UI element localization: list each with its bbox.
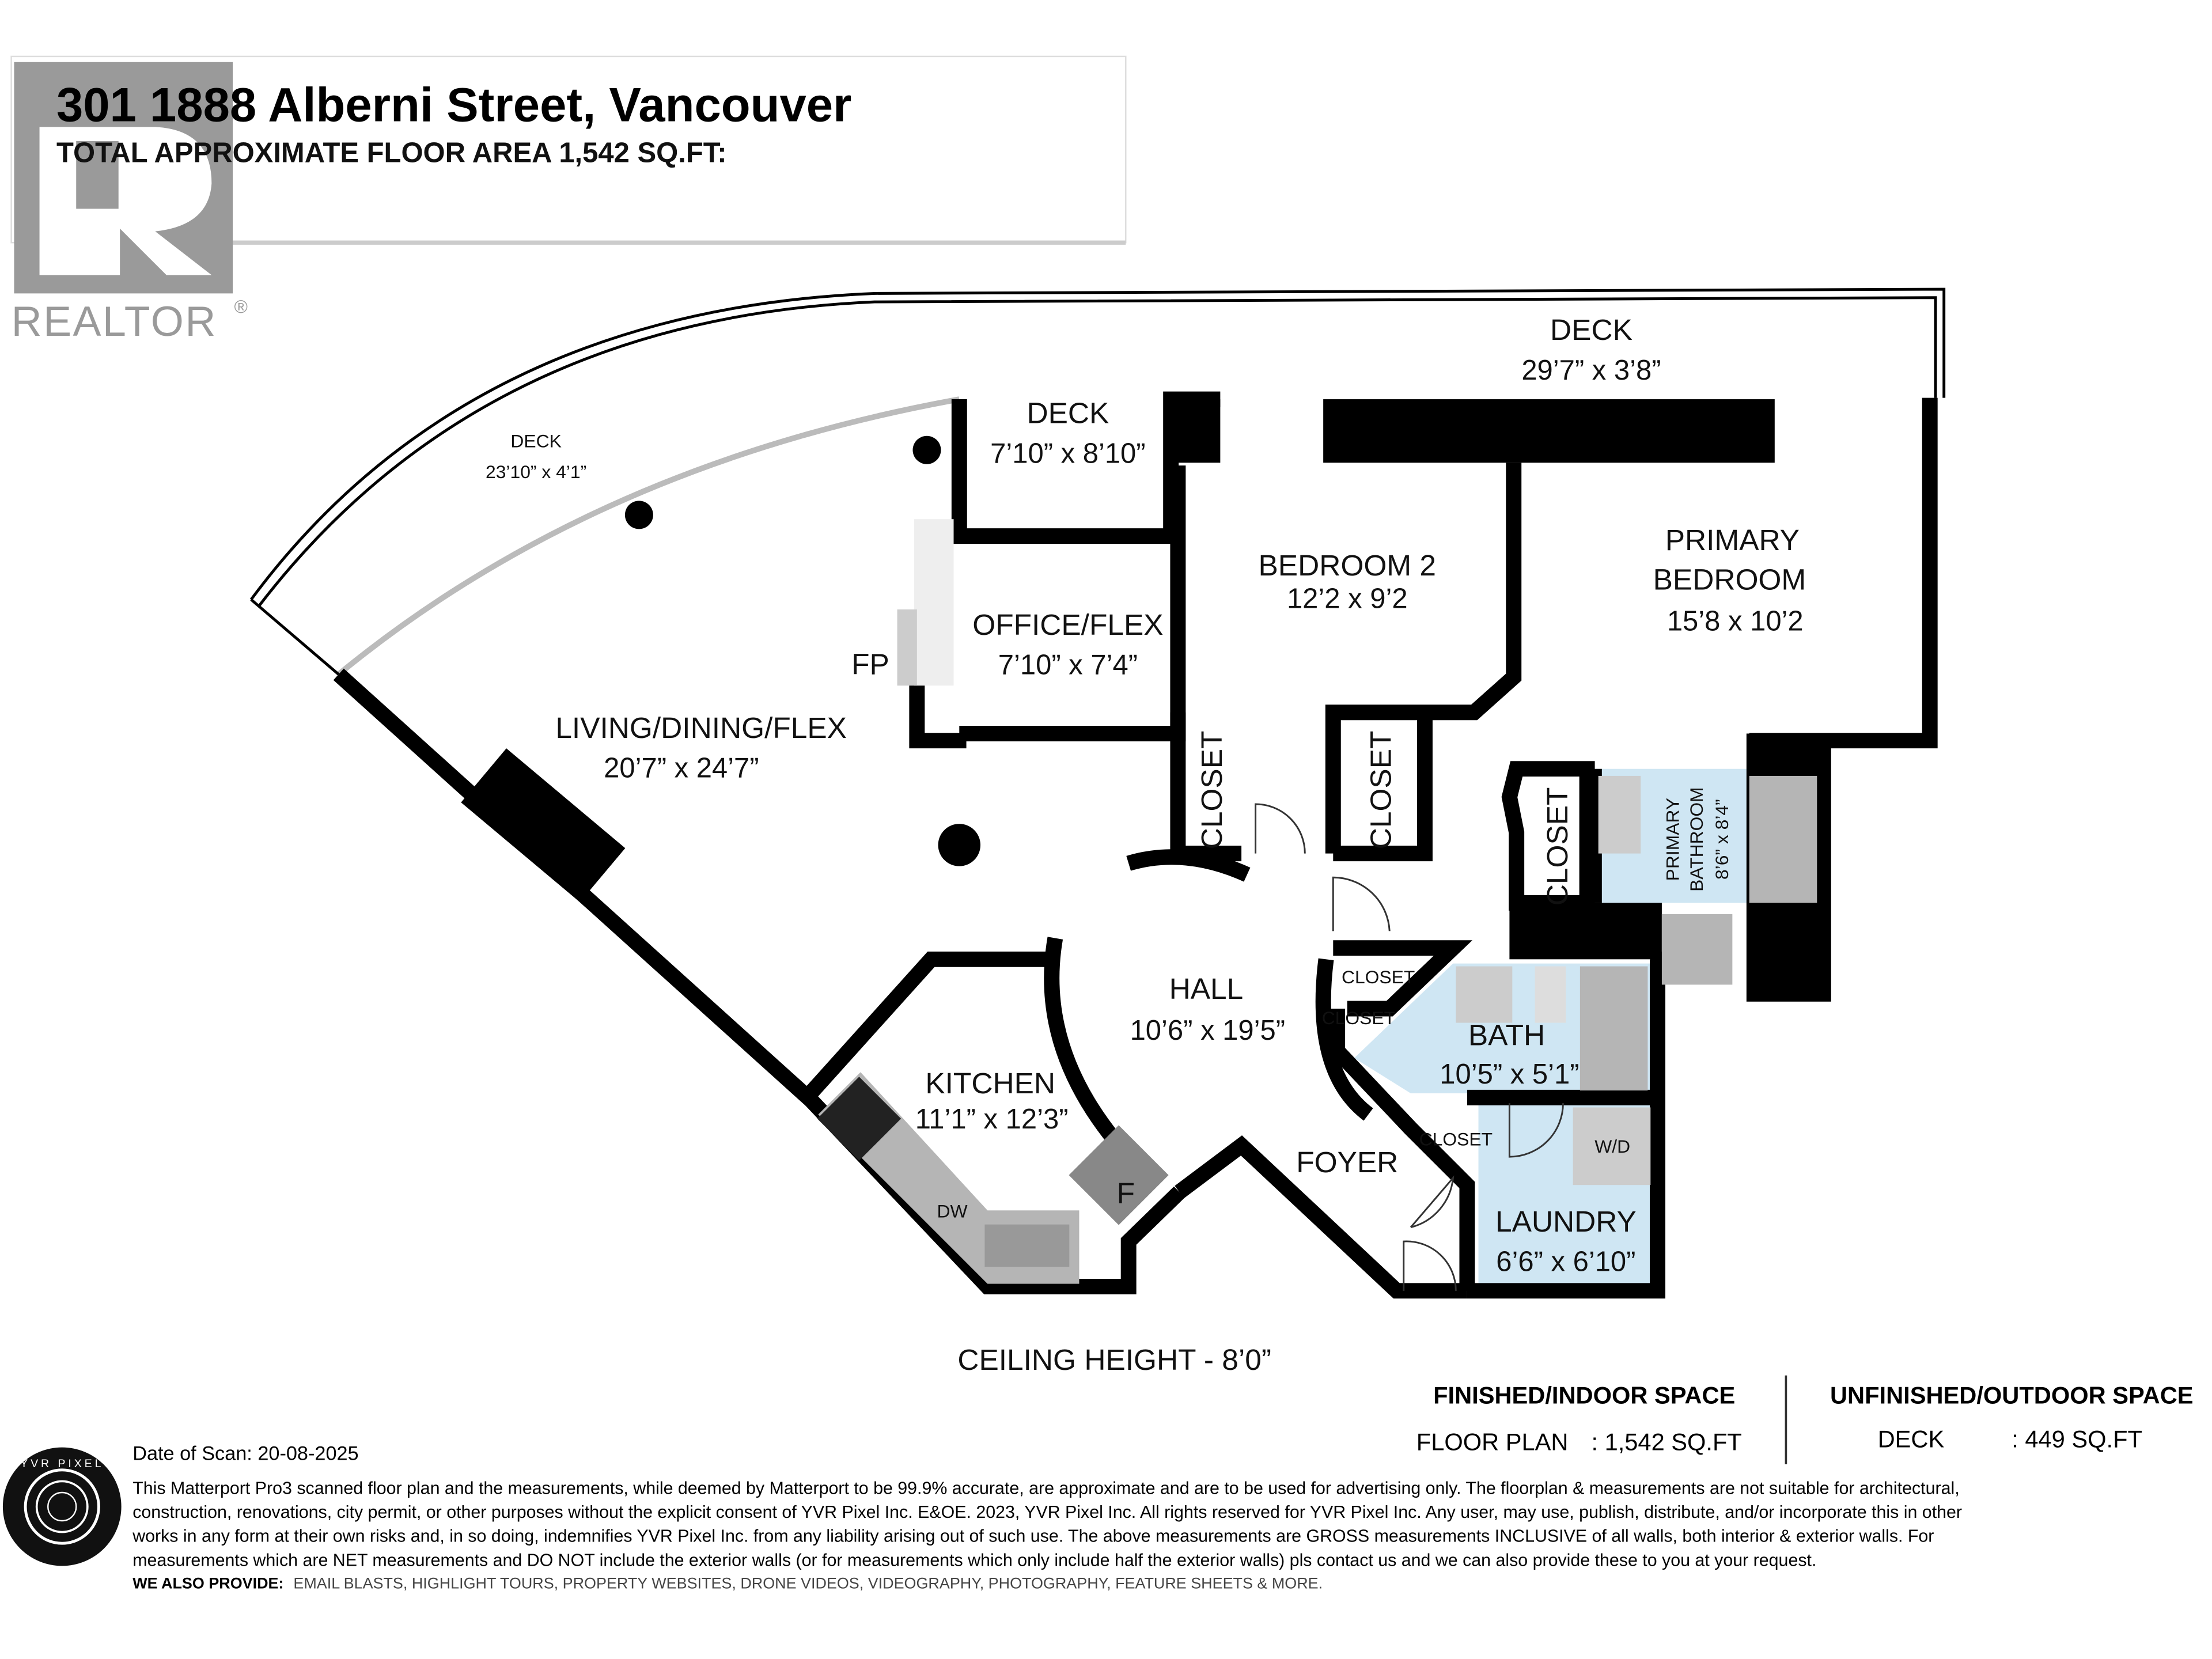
foyer-label: FOYER: [1296, 1145, 1398, 1179]
bath-label: BATH: [1468, 1018, 1545, 1052]
office-label: OFFICE/FLEX: [972, 608, 1163, 641]
primary-bathroom-label-2: BATHROOM: [1686, 787, 1707, 892]
fixtures: [817, 519, 1817, 1284]
living-dim: 20’7” x 24’7”: [604, 752, 759, 783]
deck-small-dim: 7’10” x 8’10”: [990, 438, 1145, 469]
svg-text:REALTOR: REALTOR: [12, 297, 217, 345]
closet-label: CLOSET: [1195, 731, 1228, 850]
total-area: TOTAL APPROXIMATE FLOOR AREA 1,542 SQ.FT…: [56, 138, 727, 169]
deck-curve-dim: 23’10” x 4’1”: [486, 461, 586, 482]
disclaimer-line: works in any form at their own risks and…: [132, 1527, 1934, 1546]
deck-outline: [249, 287, 1946, 677]
doors: [1255, 803, 1564, 1291]
also-provide-list: EMAIL BLASTS, HIGHLIGHT TOURS, PROPERTY …: [293, 1575, 1323, 1592]
page-title: 301 1888 Alberni Street, Vancouver: [56, 78, 852, 132]
kitchen-dim: 11’1” x 12’3”: [915, 1104, 1069, 1135]
column: [912, 435, 941, 464]
dishwasher-label: DW: [937, 1200, 968, 1221]
laundry-dim: 6’6” x 6’10”: [1496, 1247, 1635, 1278]
primary-bedroom-dim: 15’8 x 10’2: [1667, 606, 1804, 637]
date-of-scan: Date of Scan: 20-08-2025: [132, 1443, 358, 1465]
closet-label: CLOSET: [1419, 1129, 1493, 1150]
bath-floor: [1354, 963, 1651, 1093]
office-dim: 7’10” x 7’4”: [998, 650, 1138, 681]
deck-area-value: : 449 SQ.FT: [2012, 1426, 2142, 1453]
disclaimer-line: construction, renovations, city permit, …: [132, 1503, 1962, 1522]
yvr-pixel-logo: YVR PIXEL: [2, 1447, 122, 1566]
unfinished-space-heading: UNFINISHED/OUTDOOR SPACE: [1830, 1382, 2194, 1409]
svg-text:®: ®: [234, 297, 248, 317]
primary-bedroom-label-2: BEDROOM: [1653, 563, 1806, 596]
deck-curve-label: DECK: [510, 430, 561, 451]
closet-label: CLOSET: [1342, 967, 1415, 987]
ceiling-height: CEILING HEIGHT - 8’0”: [957, 1343, 1271, 1376]
hall-label: HALL: [1169, 972, 1244, 1005]
deck-top-dim: 29’7” x 3’8”: [1521, 355, 1661, 386]
disclaimer-line: This Matterport Pro3 scanned floor plan …: [132, 1479, 1959, 1498]
primary-bedroom-label-1: PRIMARY: [1665, 523, 1800, 556]
floor-plan-value: : 1,542 SQ.FT: [1591, 1429, 1741, 1456]
finished-space-heading: FINISHED/INDOOR SPACE: [1433, 1382, 1735, 1409]
fridge-label: F: [1117, 1176, 1135, 1210]
fireplace-label: FP: [851, 647, 889, 681]
primary-bathroom-label-1: PRIMARY: [1662, 798, 1683, 881]
closet-label: CLOSET: [1364, 731, 1397, 850]
hall-dim: 10’6” x 19’5”: [1130, 1015, 1285, 1046]
column: [624, 501, 653, 529]
column: [938, 824, 981, 866]
living-label: LIVING/DINING/FLEX: [555, 711, 847, 744]
closet-label: CLOSET: [1322, 1007, 1395, 1028]
bath-dim: 10’5” x 5’1”: [1440, 1059, 1579, 1090]
primary-bathroom-dim: 8’6” x 8’4”: [1711, 799, 1732, 880]
laundry-label: LAUNDRY: [1495, 1205, 1637, 1238]
kitchen-label: KITCHEN: [925, 1066, 1055, 1100]
deck-top-label: DECK: [1550, 313, 1633, 346]
washer-dryer-label: W/D: [1594, 1136, 1630, 1157]
floor-plan-label: FLOOR PLAN: [1416, 1429, 1569, 1456]
realtor-logo: REALTOR ®: [12, 62, 248, 345]
deck-small-label: DECK: [1027, 396, 1109, 430]
disclaimer-line: measurements which are NET measurements …: [132, 1551, 1816, 1570]
closet-label: CLOSET: [1540, 787, 1574, 906]
bedroom2-label: BEDROOM 2: [1259, 548, 1437, 582]
bedroom2-dim: 12’2 x 9’2: [1287, 584, 1408, 615]
svg-text:YVR PIXEL: YVR PIXEL: [20, 1457, 104, 1470]
deck-area-label: DECK: [1878, 1426, 1945, 1453]
also-provide-label: WE ALSO PROVIDE:: [132, 1575, 283, 1592]
